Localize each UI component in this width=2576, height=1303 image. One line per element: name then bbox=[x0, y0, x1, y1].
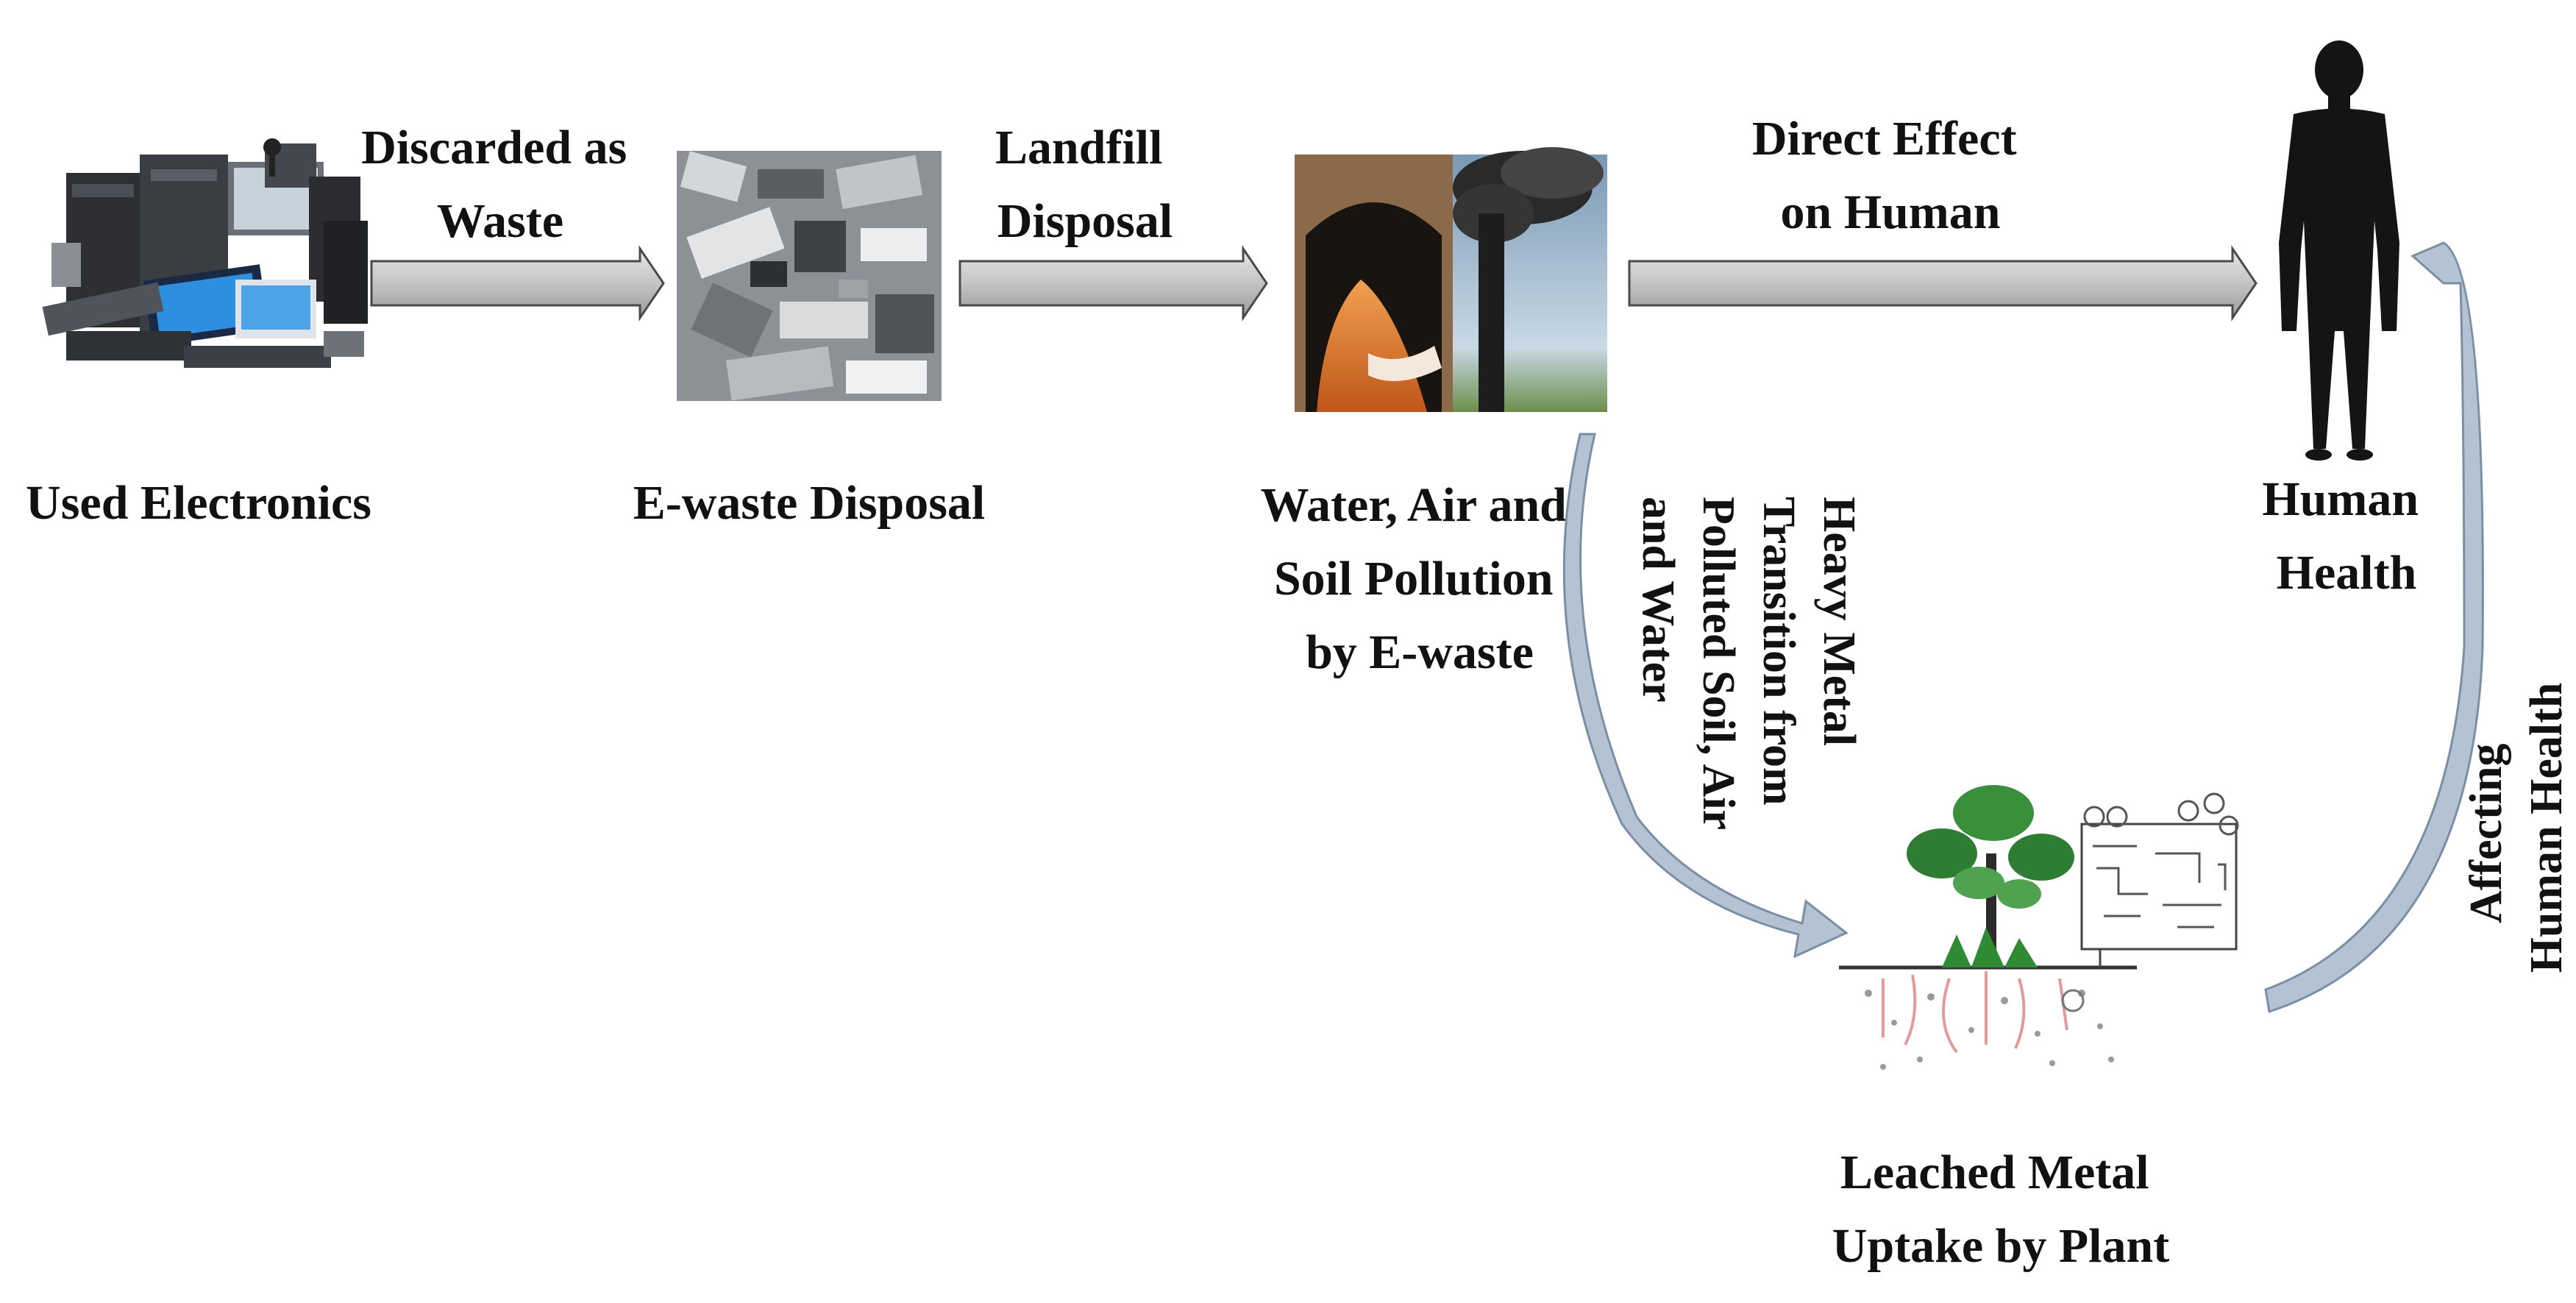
edge-label-landfill-2: Disposal bbox=[997, 194, 1173, 248]
svg-text:Heavy Metal Transition f: Heavy Metal Transition from Polluted Soi… bbox=[1633, 497, 1864, 840]
node-label-human-health-2: Health bbox=[2277, 546, 2417, 600]
edge-label-direct-effect-1: Direct Effect bbox=[1752, 112, 2017, 166]
pollution-icon bbox=[1295, 147, 1607, 412]
plant-soil-icon bbox=[1839, 785, 2239, 1070]
edge-label-heavy-metal-4: and Water bbox=[1633, 497, 1683, 703]
node-label-plant-uptake-1: Leached Metal bbox=[1840, 1146, 2149, 1199]
edge-label-heavy-metal-1: Heavy Metal bbox=[1814, 497, 1864, 746]
edge-label-discarded-2: Waste bbox=[437, 194, 563, 248]
arrow-direct-effect bbox=[1628, 245, 2257, 322]
curved-arrow-affecting bbox=[2264, 241, 2484, 1013]
edge-label-landfill-1: Landfill bbox=[995, 121, 1162, 174]
arrow-landfill bbox=[958, 245, 1268, 322]
scrap-pile-icon bbox=[677, 151, 942, 401]
node-label-pollution-2: Soil Pollution bbox=[1274, 552, 1554, 606]
node-label-plant-uptake-2: Uptake by Plant bbox=[1832, 1219, 2169, 1273]
edge-label-direct-effect-2: on Human bbox=[1781, 185, 2001, 239]
edge-label-discarded-1: Discarded as bbox=[361, 121, 627, 174]
svg-text:Leached Metal Uptake by Pl: Leached Metal Uptake by Plant bbox=[1832, 1146, 2169, 1273]
edge-label-affecting-1: Affecting bbox=[2461, 744, 2511, 923]
human-silhouette-icon bbox=[2279, 40, 2399, 461]
electronics-pile-icon bbox=[42, 138, 368, 368]
node-label-pollution-1: Water, Air and bbox=[1261, 478, 1567, 532]
edge-label-heavy-metal-3: Polluted Soil, Air bbox=[1693, 497, 1743, 829]
node-label-used-electronics: Used Electronics bbox=[26, 476, 371, 530]
svg-text:Landfill Disposal: Landfill Disposal bbox=[995, 121, 1175, 248]
node-label-ewaste-disposal: E-waste Disposal bbox=[633, 476, 986, 530]
svg-text:Direct Effect on Human: Direct Effect on Human bbox=[1752, 112, 2029, 239]
node-label-human-health-1: Human bbox=[2262, 472, 2419, 526]
edge-label-heavy-metal-2: Transition from bbox=[1754, 497, 1804, 806]
svg-text:Discarded as Waste: Discarded as Waste bbox=[361, 121, 639, 248]
edge-label-affecting-2: Human Health bbox=[2522, 683, 2572, 973]
svg-text:Affecting Human Health: Affecting Human Health bbox=[2461, 683, 2572, 973]
node-label-pollution-3: by E-waste bbox=[1306, 625, 1534, 679]
arrow-discarded bbox=[370, 245, 665, 322]
svg-text:Water, Air and Soil Pollut: Water, Air and Soil Pollution by E-waste bbox=[1261, 478, 1579, 679]
curved-arrow-heavy-metal bbox=[1562, 433, 1849, 959]
svg-text:Human Health: Human Health bbox=[2262, 472, 2430, 600]
